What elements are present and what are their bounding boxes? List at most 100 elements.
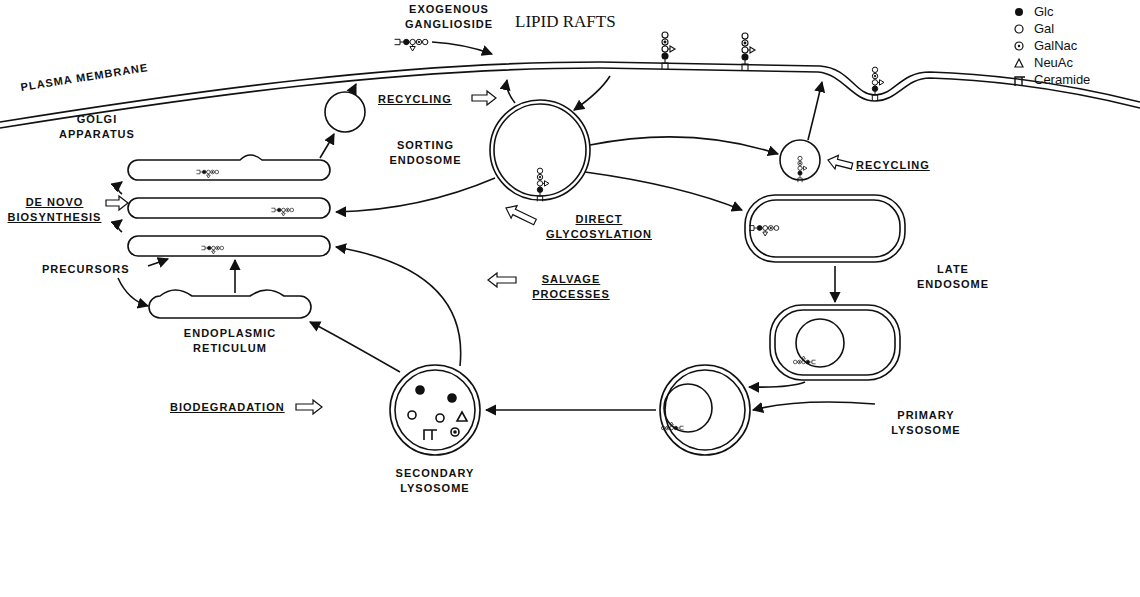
region-title: LIPID RAFTS — [515, 14, 616, 29]
flow-arrow — [336, 247, 461, 366]
neuac-monomer — [457, 412, 467, 421]
gal-symbol — [212, 246, 216, 250]
ganglioside-symbol — [798, 156, 807, 182]
sorting-endosome — [490, 100, 590, 200]
flow-arrow — [574, 76, 610, 110]
multivesicular-endosome-inner — [775, 310, 895, 375]
glc-symbol — [742, 54, 748, 60]
ceramide-monomer — [424, 430, 437, 440]
galnac-symbol — [872, 73, 877, 78]
gal-symbol — [802, 360, 806, 364]
glc-symbol — [207, 246, 211, 250]
legend-text: Gal — [1034, 21, 1054, 36]
flow-arrow — [320, 134, 334, 158]
galnac-dot — [287, 209, 288, 210]
glc-symbol — [537, 187, 542, 192]
recycling-vesicle — [325, 92, 365, 132]
flow-arrow — [834, 266, 836, 302]
legend-row: Ceramide — [1012, 72, 1090, 87]
flow-arrow — [507, 80, 515, 103]
process-label: PRECURSORS — [42, 262, 130, 277]
plasma-membrane — [0, 62, 1140, 122]
galnac-dot — [1018, 44, 1020, 46]
sorting-endosome-inner — [494, 104, 586, 196]
golgi-cisterna — [128, 198, 330, 218]
neuac-symbol — [545, 181, 550, 186]
neuac-symbol — [207, 175, 211, 178]
galnac-sample — [1015, 42, 1023, 50]
legend-row: NeuAc — [1012, 55, 1073, 70]
gal-symbol — [670, 426, 674, 430]
intraluminal-vesicle — [664, 384, 712, 432]
flow-arrow — [432, 42, 492, 54]
process-label: BIODEGRADATION — [170, 400, 285, 415]
gal-symbol — [282, 208, 286, 212]
flow-arrow — [310, 322, 400, 372]
gal-symbol — [537, 181, 542, 186]
process-arrow — [296, 400, 322, 414]
ganglioside-symbol — [661, 422, 683, 430]
neuac-symbol — [880, 80, 885, 85]
galnac-symbol — [742, 40, 748, 46]
lysosome — [660, 365, 750, 455]
gal-symbol — [662, 32, 668, 38]
galnac-dot — [454, 431, 456, 433]
process-label: PRIMARY LYSOSOME — [880, 408, 972, 438]
gal-symbol — [742, 47, 748, 53]
lysosome-inner — [665, 370, 745, 450]
galnac-symbol — [416, 39, 421, 44]
neuac-symbol — [750, 47, 755, 53]
flow-arrow — [808, 82, 822, 140]
process-label: RECYCLING — [378, 92, 452, 107]
gal-symbol — [774, 226, 779, 231]
ganglioside-symbol — [793, 356, 815, 364]
neuac-symbol — [804, 166, 808, 170]
neuac-symbol — [212, 251, 216, 254]
galnac-dot — [539, 176, 541, 178]
ceramide-sample — [1015, 77, 1025, 86]
legend-text: Ceramide — [1034, 72, 1090, 87]
galnac-symbol — [211, 170, 215, 174]
gal-symbol — [662, 46, 668, 52]
galnac-symbol — [798, 360, 802, 364]
neuac-symbol — [670, 46, 675, 52]
ganglioside-symbol — [196, 170, 218, 178]
flow-arrow — [148, 259, 168, 266]
flow-arrow — [352, 84, 356, 92]
flow-arrow — [486, 409, 656, 411]
gal-symbol — [661, 426, 665, 430]
glc-sample — [1015, 8, 1023, 16]
glc-symbol — [757, 226, 762, 231]
legend-text: Glc — [1034, 4, 1054, 19]
ceramide-symbol — [872, 73, 879, 101]
galnac-symbol — [662, 39, 668, 45]
galnac-symbol — [286, 208, 290, 212]
gal-monomer — [408, 411, 416, 419]
gal-symbol — [872, 67, 877, 72]
galnac-symbol — [216, 246, 220, 250]
glc-symbol — [202, 170, 206, 174]
gal-sample — [1015, 25, 1023, 33]
gal-symbol — [537, 168, 542, 173]
flow-arrow — [118, 278, 148, 306]
galnac-dot — [667, 427, 668, 428]
process-label: ENDOPLASMIC RETICULUM — [160, 326, 300, 356]
neuac-symbol — [802, 356, 806, 359]
gal-symbol — [798, 166, 802, 170]
glc-symbol — [277, 208, 281, 212]
galnac-dot — [799, 163, 800, 164]
legend-text: GalNac — [1034, 38, 1077, 53]
galnac-monomer — [451, 428, 459, 436]
gal-symbol — [423, 39, 428, 44]
gal-symbol — [207, 170, 211, 174]
galnac-symbol — [537, 174, 542, 179]
glc-symbol — [806, 360, 810, 364]
process-label: DE NOVO BIOSYNTHESIS — [2, 195, 107, 225]
ceramide-symbol — [742, 39, 750, 70]
flow-arrow — [753, 402, 875, 410]
process-arrow — [472, 91, 496, 105]
secondary-lysosome — [390, 365, 480, 455]
gal-symbol — [763, 226, 768, 231]
ceramide-symbol — [395, 39, 423, 46]
